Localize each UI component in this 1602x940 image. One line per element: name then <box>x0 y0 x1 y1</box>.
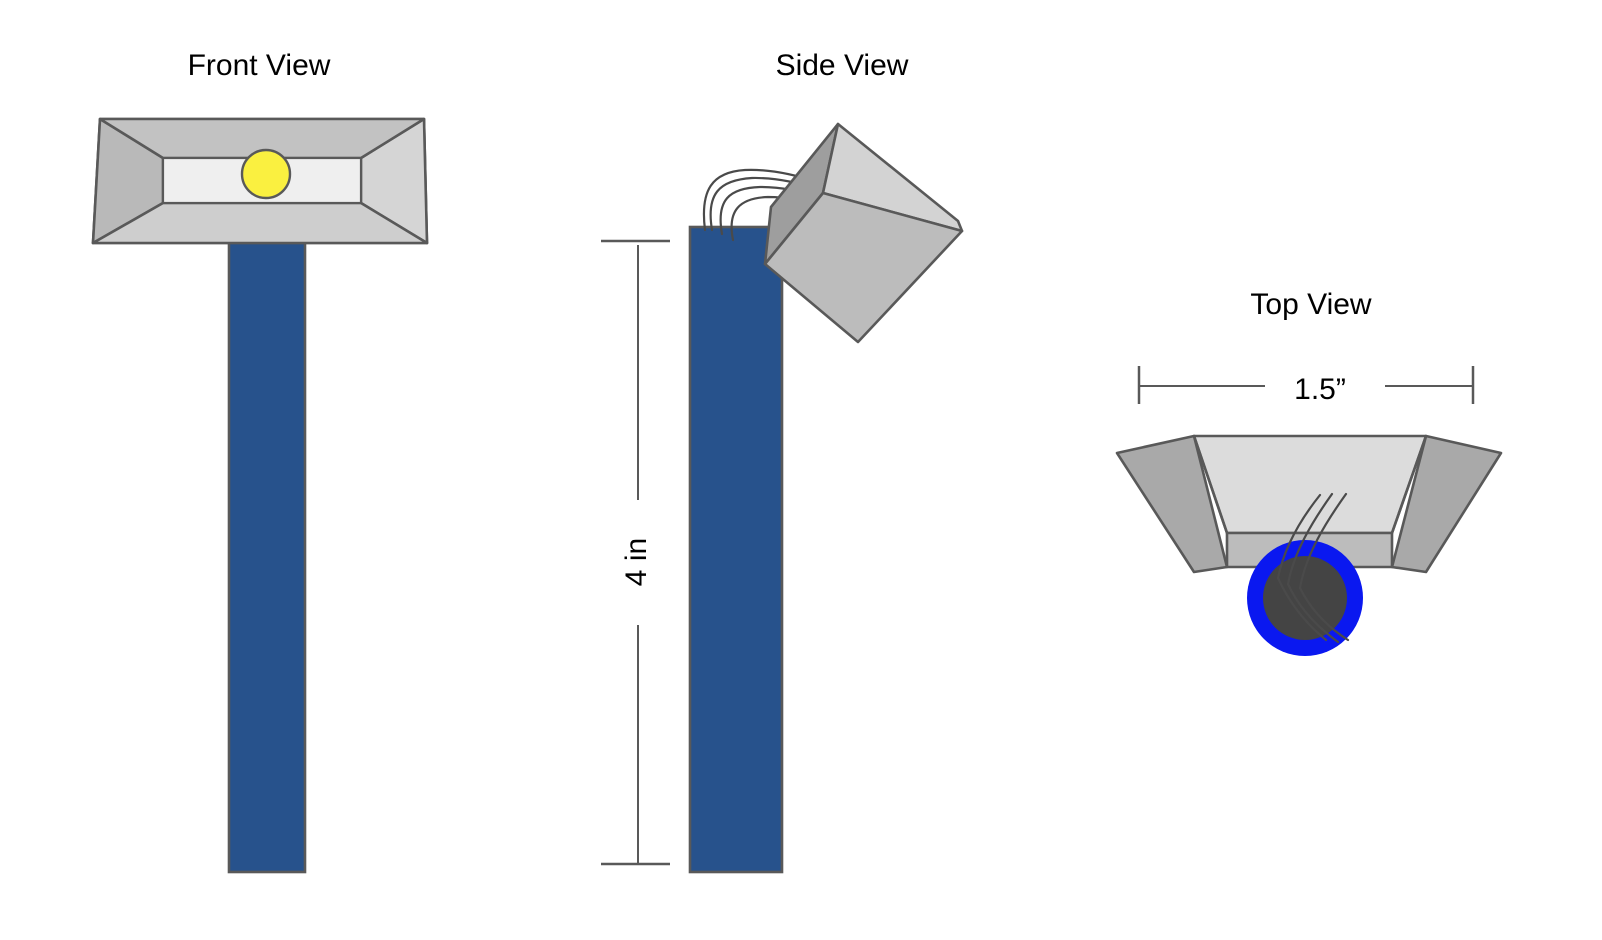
dimension-width-label: 1.5” <box>1294 373 1346 406</box>
lamp-shade-top-right-crease <box>1390 435 1428 534</box>
top-view-title: Top View <box>1250 288 1372 321</box>
lamp-post-side <box>688 225 784 874</box>
power-wires-top <box>1276 492 1350 644</box>
side-view-group: Side View 4 in <box>601 49 964 874</box>
top-view-group: Top View 1.5” <box>1115 288 1503 656</box>
side-view-title: Side View <box>776 49 909 82</box>
lamp-shade-top-left-crease <box>1192 435 1229 534</box>
dimension-height-label: 4 in <box>620 538 653 586</box>
lamp-head-side-front-face <box>763 191 964 344</box>
lamp-post-front <box>227 238 307 874</box>
dimension-height: 4 in <box>601 239 670 866</box>
front-view-group: Front View <box>91 49 429 874</box>
lamp-shade-top-face <box>1192 434 1428 535</box>
dimension-width: 1.5” <box>1137 366 1475 406</box>
front-view-title: Front View <box>188 49 331 82</box>
light-bulb <box>240 148 292 200</box>
